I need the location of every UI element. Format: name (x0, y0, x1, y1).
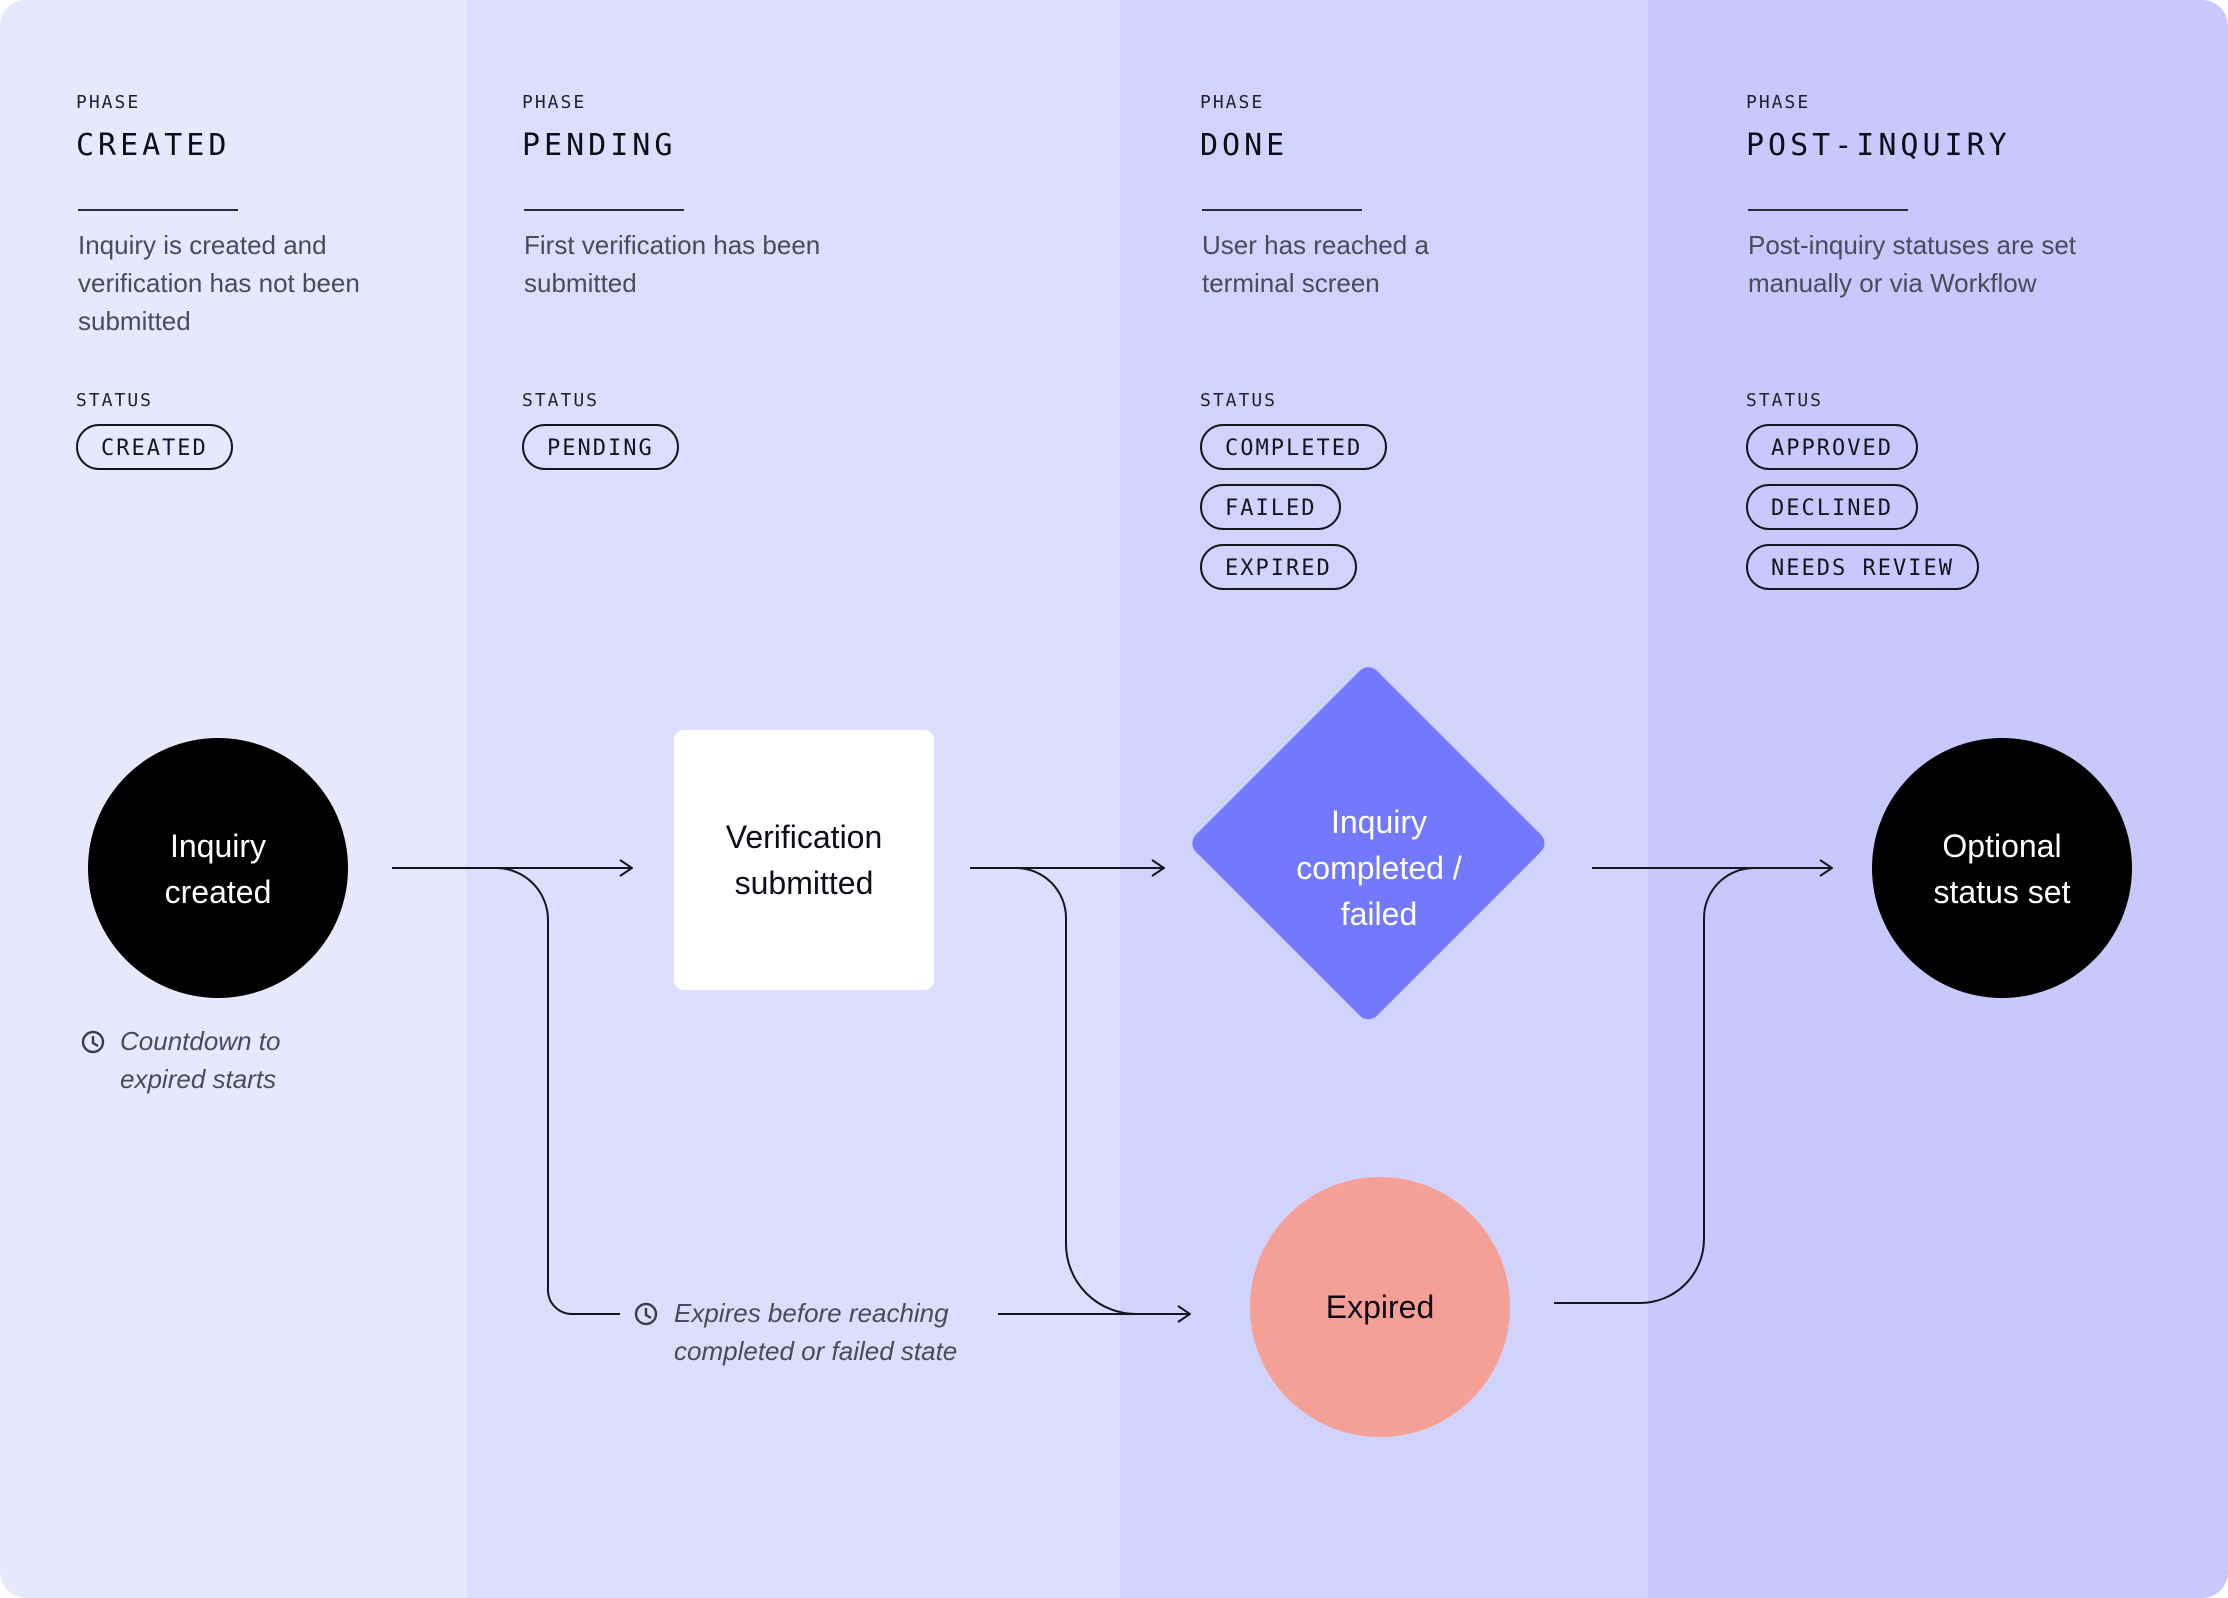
node-label-line: failed (1340, 896, 1418, 932)
status-pill-pending: PENDING (522, 424, 679, 470)
phase-title: CREATED (76, 128, 231, 163)
node-completed-failed (1192, 667, 1545, 1020)
clock-icon (81, 1030, 105, 1054)
status-pill-expired: EXPIRED (1200, 544, 1357, 590)
node-expired (1250, 1177, 1510, 1437)
phase-eyebrow: PHASE (522, 92, 587, 113)
status-pill-created: CREATED (76, 424, 233, 470)
status-pill-approved: APPROVED (1746, 424, 1918, 470)
phase-title: POST-INQUIRY (1746, 128, 2011, 163)
status-pill-needs-review: NEEDS REVIEW (1746, 544, 1979, 590)
divider (1748, 209, 1908, 211)
phase-description: Post-inquiry statuses are set manually o… (1748, 230, 2077, 298)
node-label-verification-submitted: Verification submitted (674, 814, 934, 906)
status-label: STATUS (522, 390, 600, 411)
node-label-line: Verification (725, 819, 883, 855)
node-label-line: Inquiry (169, 828, 267, 864)
node-label-expired: Expired (1250, 1284, 1510, 1330)
status-pill-list: APPROVED DECLINED NEEDS REVIEW (1746, 424, 2146, 604)
node-label-line: Expired (1325, 1289, 1435, 1325)
phase-description: First verification has been submitted (524, 230, 821, 298)
note-countdown: Countdown to expired starts (120, 1022, 280, 1098)
node-inquiry-created (88, 738, 348, 998)
note-line: expired starts (120, 1064, 277, 1094)
node-label-line: Optional (1942, 828, 2062, 864)
note-line: Countdown to (120, 1026, 281, 1056)
branch-created-to-expiry (495, 867, 620, 1315)
phase-description: Inquiry is created and verification has … (78, 230, 360, 336)
status-pill-list: CREATED (76, 424, 476, 484)
node-label-line: Inquiry (1330, 804, 1428, 840)
node-label-line: submitted (734, 865, 874, 901)
status-pill-list: COMPLETED FAILED EXPIRED (1200, 424, 1600, 604)
note-expires-before: Expires before reaching completed or fai… (674, 1294, 957, 1370)
note-line: completed or failed state (674, 1336, 958, 1366)
node-label-optional-status: Optional status set (1872, 823, 2132, 915)
status-pill-failed: FAILED (1200, 484, 1342, 530)
phase-eyebrow: PHASE (1200, 92, 1265, 113)
node-verification-submitted (674, 730, 934, 990)
node-label-line: created (164, 874, 272, 910)
status-label: STATUS (1746, 390, 1824, 411)
divider (1202, 209, 1362, 211)
divider (78, 209, 238, 211)
note-line: Expires before reaching (674, 1298, 949, 1328)
divider (524, 209, 684, 211)
branch-submitted-to-expired (1015, 867, 1160, 1315)
clock-icon (634, 1302, 658, 1326)
status-pill-completed: COMPLETED (1200, 424, 1388, 470)
status-pill-list: PENDING (522, 424, 922, 484)
status-label: STATUS (1200, 390, 1278, 411)
phase-description: User has reached a terminal screen (1202, 230, 1429, 298)
node-label-inquiry-created: Inquiry created (88, 823, 348, 915)
phase-eyebrow: PHASE (1746, 92, 1811, 113)
node-optional-status (1872, 738, 2132, 998)
connectors (392, 868, 1832, 1314)
node-label-line: completed / (1296, 850, 1462, 886)
phase-title: DONE (1200, 128, 1289, 163)
phase-eyebrow: PHASE (76, 92, 141, 113)
node-label-completed-failed: Inquiry completed / failed (1254, 799, 1504, 937)
status-label: STATUS (76, 390, 154, 411)
node-label-line: status set (1933, 874, 2071, 910)
branch-expired-to-optional (1554, 867, 1755, 1304)
phase-title: PENDING (522, 128, 677, 163)
status-pill-declined: DECLINED (1746, 484, 1918, 530)
